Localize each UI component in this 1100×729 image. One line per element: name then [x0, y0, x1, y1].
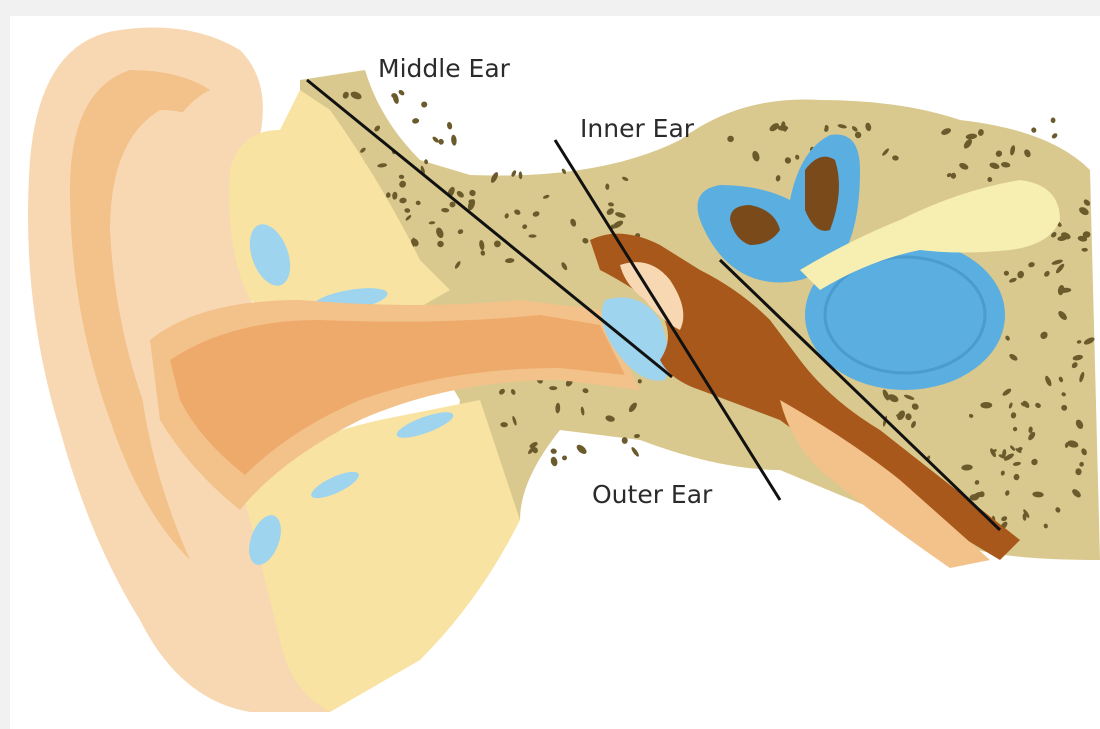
- bone-pore: [1051, 132, 1059, 139]
- bone-pore: [529, 234, 537, 237]
- bone-pore: [550, 448, 557, 455]
- bone-pore: [451, 134, 458, 146]
- bone-pore: [1031, 127, 1037, 134]
- bone-pore: [398, 89, 406, 97]
- bone-pore: [575, 443, 588, 456]
- bone-pore: [630, 446, 640, 458]
- bone-pore: [412, 118, 420, 125]
- bone-pore: [980, 402, 992, 408]
- bone-pore: [446, 121, 452, 129]
- bone-pore: [1051, 117, 1056, 123]
- bone-pore: [550, 456, 559, 467]
- inner-ear-label: Inner Ear: [580, 116, 694, 141]
- bone-pore: [420, 100, 428, 108]
- outer-ear-label: Outer Ear: [592, 482, 712, 507]
- middle-ear-label: Middle Ear: [378, 56, 510, 81]
- bone-pore: [438, 138, 445, 145]
- bone-pore: [561, 455, 567, 461]
